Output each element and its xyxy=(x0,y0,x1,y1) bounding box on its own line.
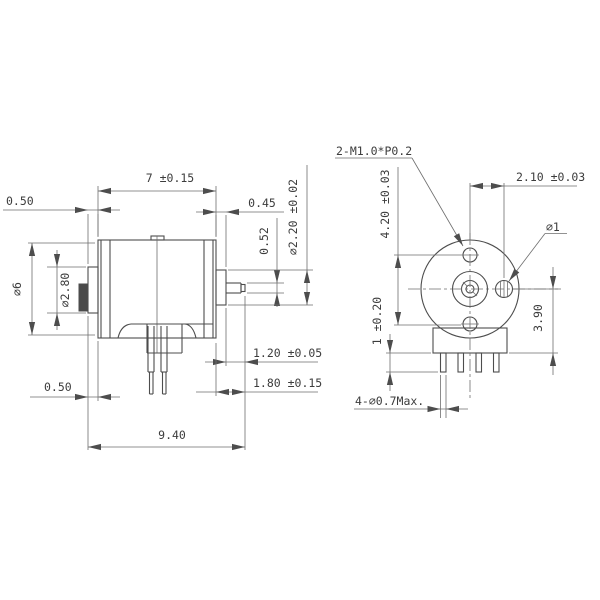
dim-front-boss: 0.45 xyxy=(248,196,276,210)
dim-hole-dia: ∅1 xyxy=(546,220,560,234)
dim-rear-boss-bottom: 0.50 xyxy=(44,380,72,394)
dim-body-dia: ∅6 xyxy=(10,282,24,296)
dim-boss-dia: ∅2.20 ±0.02 xyxy=(286,179,300,255)
rear-bearing xyxy=(87,266,99,314)
dim-pin-step: 1 ±0.20 xyxy=(370,297,384,346)
shaft-tip xyxy=(240,283,246,293)
dim-screw-spacing: 4.20 ±0.03 xyxy=(378,169,392,238)
top-tab xyxy=(150,235,165,241)
dim-hole-offset: 2.10 ±0.03 xyxy=(516,170,585,184)
side-view-dimensions: 7 ±0.15 0.50 0.45 ∅6 ∅2.80 0.52 ∅2.20 ±0… xyxy=(3,165,322,451)
rear-shaft-stub xyxy=(78,283,89,312)
front-view-dimensions: 2-M1.0*P0.2 2.10 ±0.03 4.20 ±0.03 ∅1 3.9… xyxy=(335,144,585,418)
dim-rear-boss-top: 0.50 xyxy=(6,194,34,208)
dim-front-total: 1.80 ±0.15 xyxy=(253,376,322,390)
side-view xyxy=(78,235,246,395)
dim-shaft-length: 1.20 ±0.05 xyxy=(253,346,322,360)
dim-mount-height: 3.90 xyxy=(531,304,545,332)
saddle-fillet-left xyxy=(117,323,132,339)
pins-side xyxy=(147,326,168,395)
pins-front xyxy=(439,352,500,373)
note-pins: 4-∅0.7Max. xyxy=(355,394,424,408)
front-boss xyxy=(215,269,227,306)
dim-body-length: 7 ±0.15 xyxy=(146,171,194,185)
dim-rear-bearing-dia: ∅2.80 xyxy=(58,273,72,308)
dim-shaft-dia: 0.52 xyxy=(257,227,271,255)
saddle-fillet-right xyxy=(184,323,197,339)
dim-overall-length: 9.40 xyxy=(158,428,186,442)
note-screw-holes: 2-M1.0*P0.2 xyxy=(336,144,412,158)
